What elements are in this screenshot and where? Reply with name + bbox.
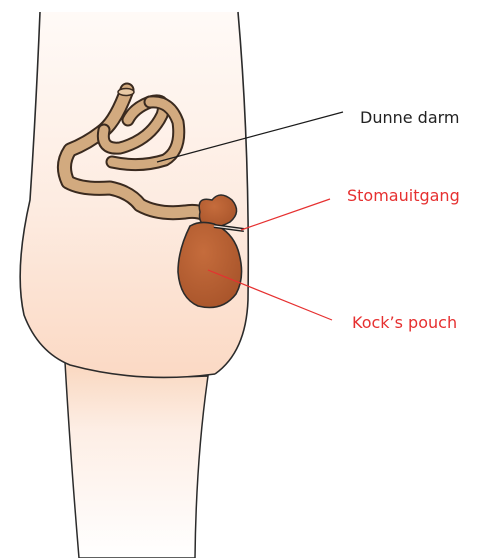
label-stomauitgang: Stomauitgang xyxy=(347,186,460,206)
leg-shape xyxy=(65,362,208,558)
intestine-open-end xyxy=(118,89,134,96)
leader-line-stomauitgang xyxy=(241,199,330,230)
label-kocks-pouch: Kock’s pouch xyxy=(352,313,457,333)
label-dunne-darm: Dunne darm xyxy=(360,108,460,128)
